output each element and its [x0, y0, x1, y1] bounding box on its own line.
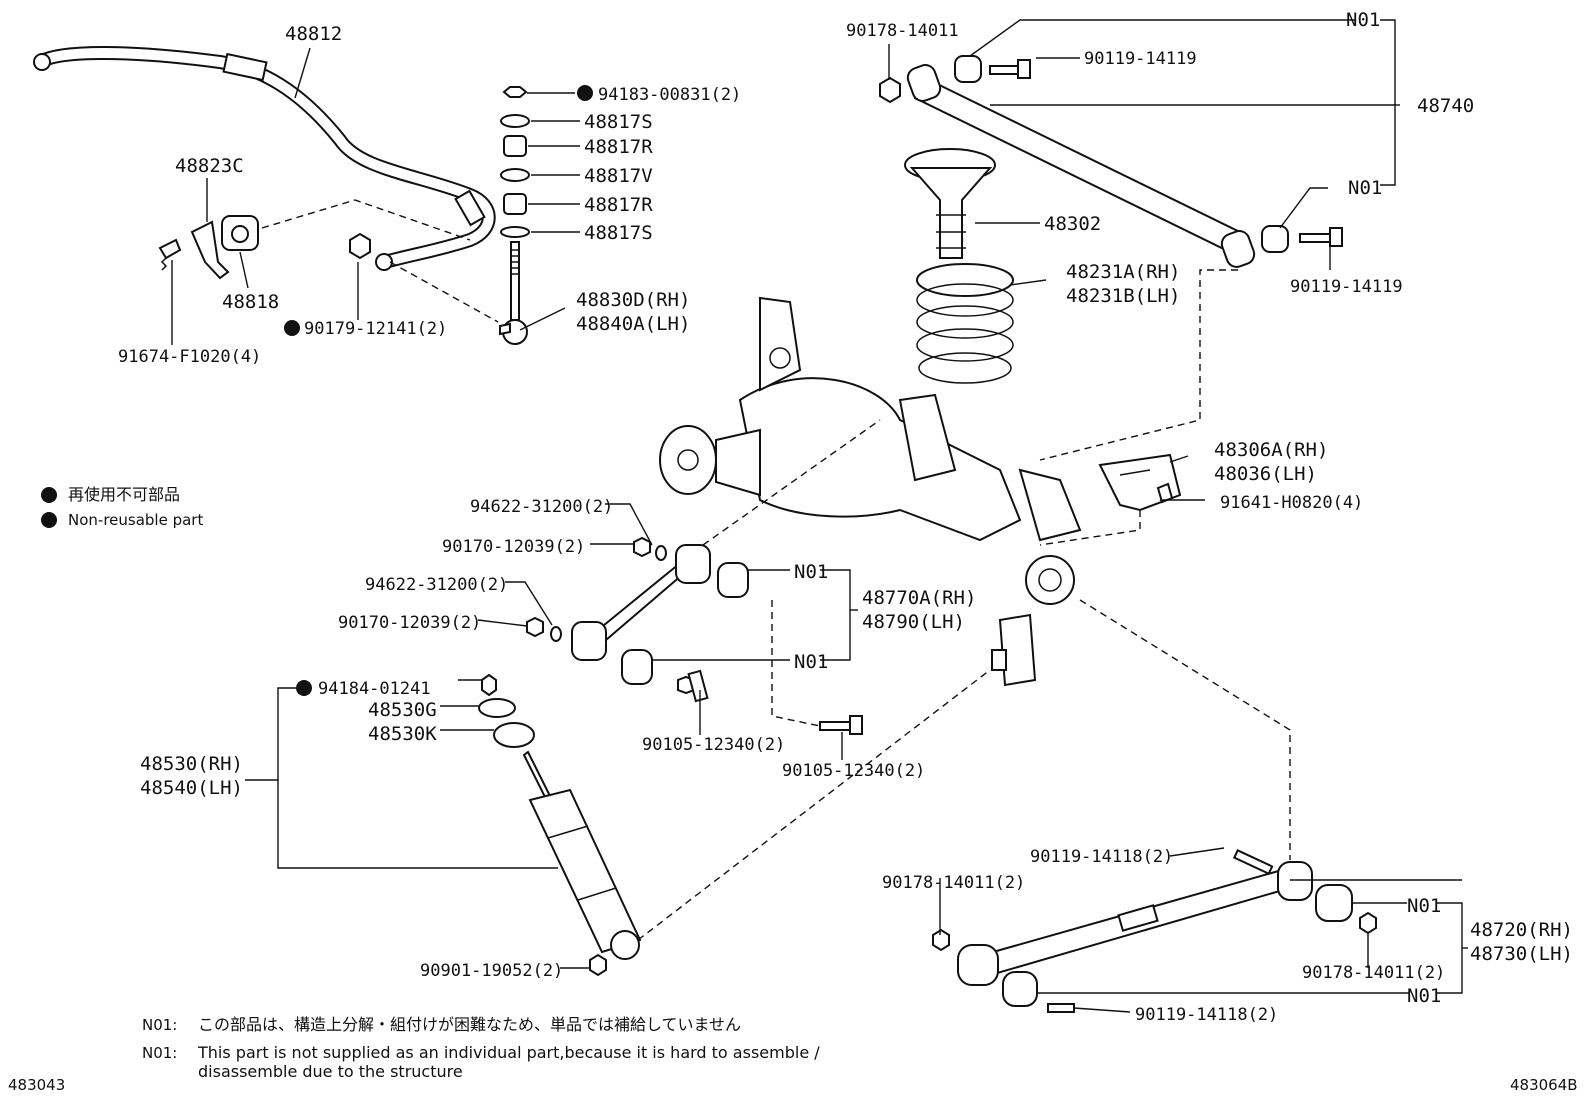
- stabilizer-bracket: [158, 215, 259, 280]
- lateral-rod: [526, 536, 863, 735]
- label-48540-LH[interactable]: 48540(LH): [140, 777, 243, 799]
- note-text-en-line1: This part is not supplied as an individu…: [197, 1043, 820, 1062]
- label-48817S-top[interactable]: 48817S: [584, 111, 653, 133]
- label-91641-H0820[interactable]: 91641-H0820(4): [1220, 493, 1363, 513]
- label-48817R-bottom[interactable]: 48817R: [584, 194, 653, 216]
- coil-spring-48231: [916, 263, 1014, 384]
- dashed-assembly-lines: [261, 199, 1291, 941]
- label-90105-12340-a[interactable]: 90105-12340(2): [642, 735, 785, 755]
- leader-lines: [171, 19, 1468, 1013]
- label-48830D-RH[interactable]: 48830D(RH): [576, 289, 690, 311]
- bump-stopper-48302: [904, 148, 996, 259]
- diagram-id-right: 483064B: [1510, 1076, 1578, 1094]
- label-90901-19052[interactable]: 90901-19052(2): [420, 961, 563, 981]
- label-N01-bot2[interactable]: N01: [1407, 985, 1441, 1007]
- label-90170-12039-b[interactable]: 90170-12039(2): [338, 613, 481, 633]
- legend-non-reusable-en: Non-reusable part: [68, 511, 203, 529]
- label-N01-mid2[interactable]: N01: [794, 651, 828, 673]
- label-48817R-top[interactable]: 48817R: [584, 136, 653, 158]
- upper-control-arm: [879, 55, 1343, 268]
- note-text-en-line2: disassemble due to the structure: [198, 1062, 463, 1081]
- non-reusable-markers: [41, 85, 593, 696]
- label-48818[interactable]: 48818: [222, 291, 279, 313]
- label-48823C[interactable]: 48823C: [175, 155, 244, 177]
- label-90178-14011-top[interactable]: 90178-14011: [846, 21, 959, 41]
- nut-90179: [349, 232, 371, 260]
- label-90105-12340-b[interactable]: 90105-12340(2): [782, 761, 925, 781]
- label-90179-12141[interactable]: 90179-12141(2): [304, 319, 447, 339]
- part-labels: 48812 48823C 48818 91674-F1020(4) 90179-…: [118, 9, 1573, 1025]
- label-N01-bot1[interactable]: N01: [1407, 895, 1441, 917]
- label-91674-F1020[interactable]: 91674-F1020(4): [118, 347, 261, 367]
- diagram-id-left: 483043: [8, 1076, 65, 1094]
- label-N01-mid1[interactable]: N01: [794, 561, 828, 583]
- footnotes: N01: この部品は、構造上分解・組付けが困難なため、単品では補給していません …: [142, 1015, 820, 1081]
- label-90178-14011-left[interactable]: 90178-14011(2): [882, 873, 1025, 893]
- stabilizer-bar: [33, 46, 496, 271]
- label-90178-14011-right[interactable]: 90178-14011(2): [1302, 963, 1445, 983]
- label-48720-RH[interactable]: 48720(RH): [1470, 919, 1573, 941]
- label-90119-14118-bottom[interactable]: 90119-14118(2): [1135, 1005, 1278, 1025]
- label-48530-RH[interactable]: 48530(RH): [140, 753, 243, 775]
- shock-absorber: [478, 673, 642, 977]
- label-94622-31200-b[interactable]: 94622-31200(2): [365, 575, 508, 595]
- note-code-en: N01:: [142, 1044, 177, 1062]
- label-90119-14119-right[interactable]: 90119-14119: [1290, 277, 1403, 297]
- label-94184-01241[interactable]: 94184-01241: [318, 679, 431, 699]
- label-90119-14119-top[interactable]: 90119-14119: [1084, 49, 1197, 69]
- label-48812[interactable]: 48812: [285, 23, 342, 45]
- label-48790-LH[interactable]: 48790(LH): [862, 611, 965, 633]
- label-48530K[interactable]: 48530K: [368, 723, 437, 745]
- bracket-48306: [1098, 453, 1182, 512]
- note-code-jp: N01:: [142, 1016, 177, 1034]
- label-48302[interactable]: 48302: [1044, 213, 1101, 235]
- label-48231B-LH[interactable]: 48231B(LH): [1066, 285, 1180, 307]
- label-48036-LH[interactable]: 48036(LH): [1214, 463, 1317, 485]
- label-48817S-bottom[interactable]: 48817S: [584, 222, 653, 244]
- label-48306A-RH[interactable]: 48306A(RH): [1214, 439, 1328, 461]
- label-48740[interactable]: 48740: [1417, 95, 1474, 117]
- axle-housing: [659, 296, 1082, 687]
- label-48530G[interactable]: 48530G: [368, 699, 437, 721]
- label-48840A-LH[interactable]: 48840A(LH): [576, 313, 690, 335]
- label-94622-31200-a[interactable]: 94622-31200(2): [470, 497, 613, 517]
- label-48770A-RH[interactable]: 48770A(RH): [862, 587, 976, 609]
- label-48817V[interactable]: 48817V: [584, 165, 653, 187]
- label-94183-00831[interactable]: 94183-00831(2): [598, 85, 741, 105]
- label-48231A-RH[interactable]: 48231A(RH): [1066, 261, 1180, 283]
- legend-non-reusable-jp: 再使用不可部品: [68, 485, 180, 504]
- label-48730-LH[interactable]: 48730(LH): [1470, 943, 1573, 965]
- legend: 再使用不可部品 Non-reusable part: [68, 485, 203, 529]
- note-text-jp: この部品は、構造上分解・組付けが困難なため、単品では補給していません: [198, 1015, 741, 1034]
- label-N01-top2[interactable]: N01: [1348, 177, 1382, 199]
- label-N01-top1[interactable]: N01: [1346, 9, 1380, 31]
- label-90119-14118-top[interactable]: 90119-14118(2): [1030, 847, 1173, 867]
- label-90170-12039-a[interactable]: 90170-12039(2): [442, 537, 585, 557]
- stabilizer-link-stack: [499, 86, 530, 345]
